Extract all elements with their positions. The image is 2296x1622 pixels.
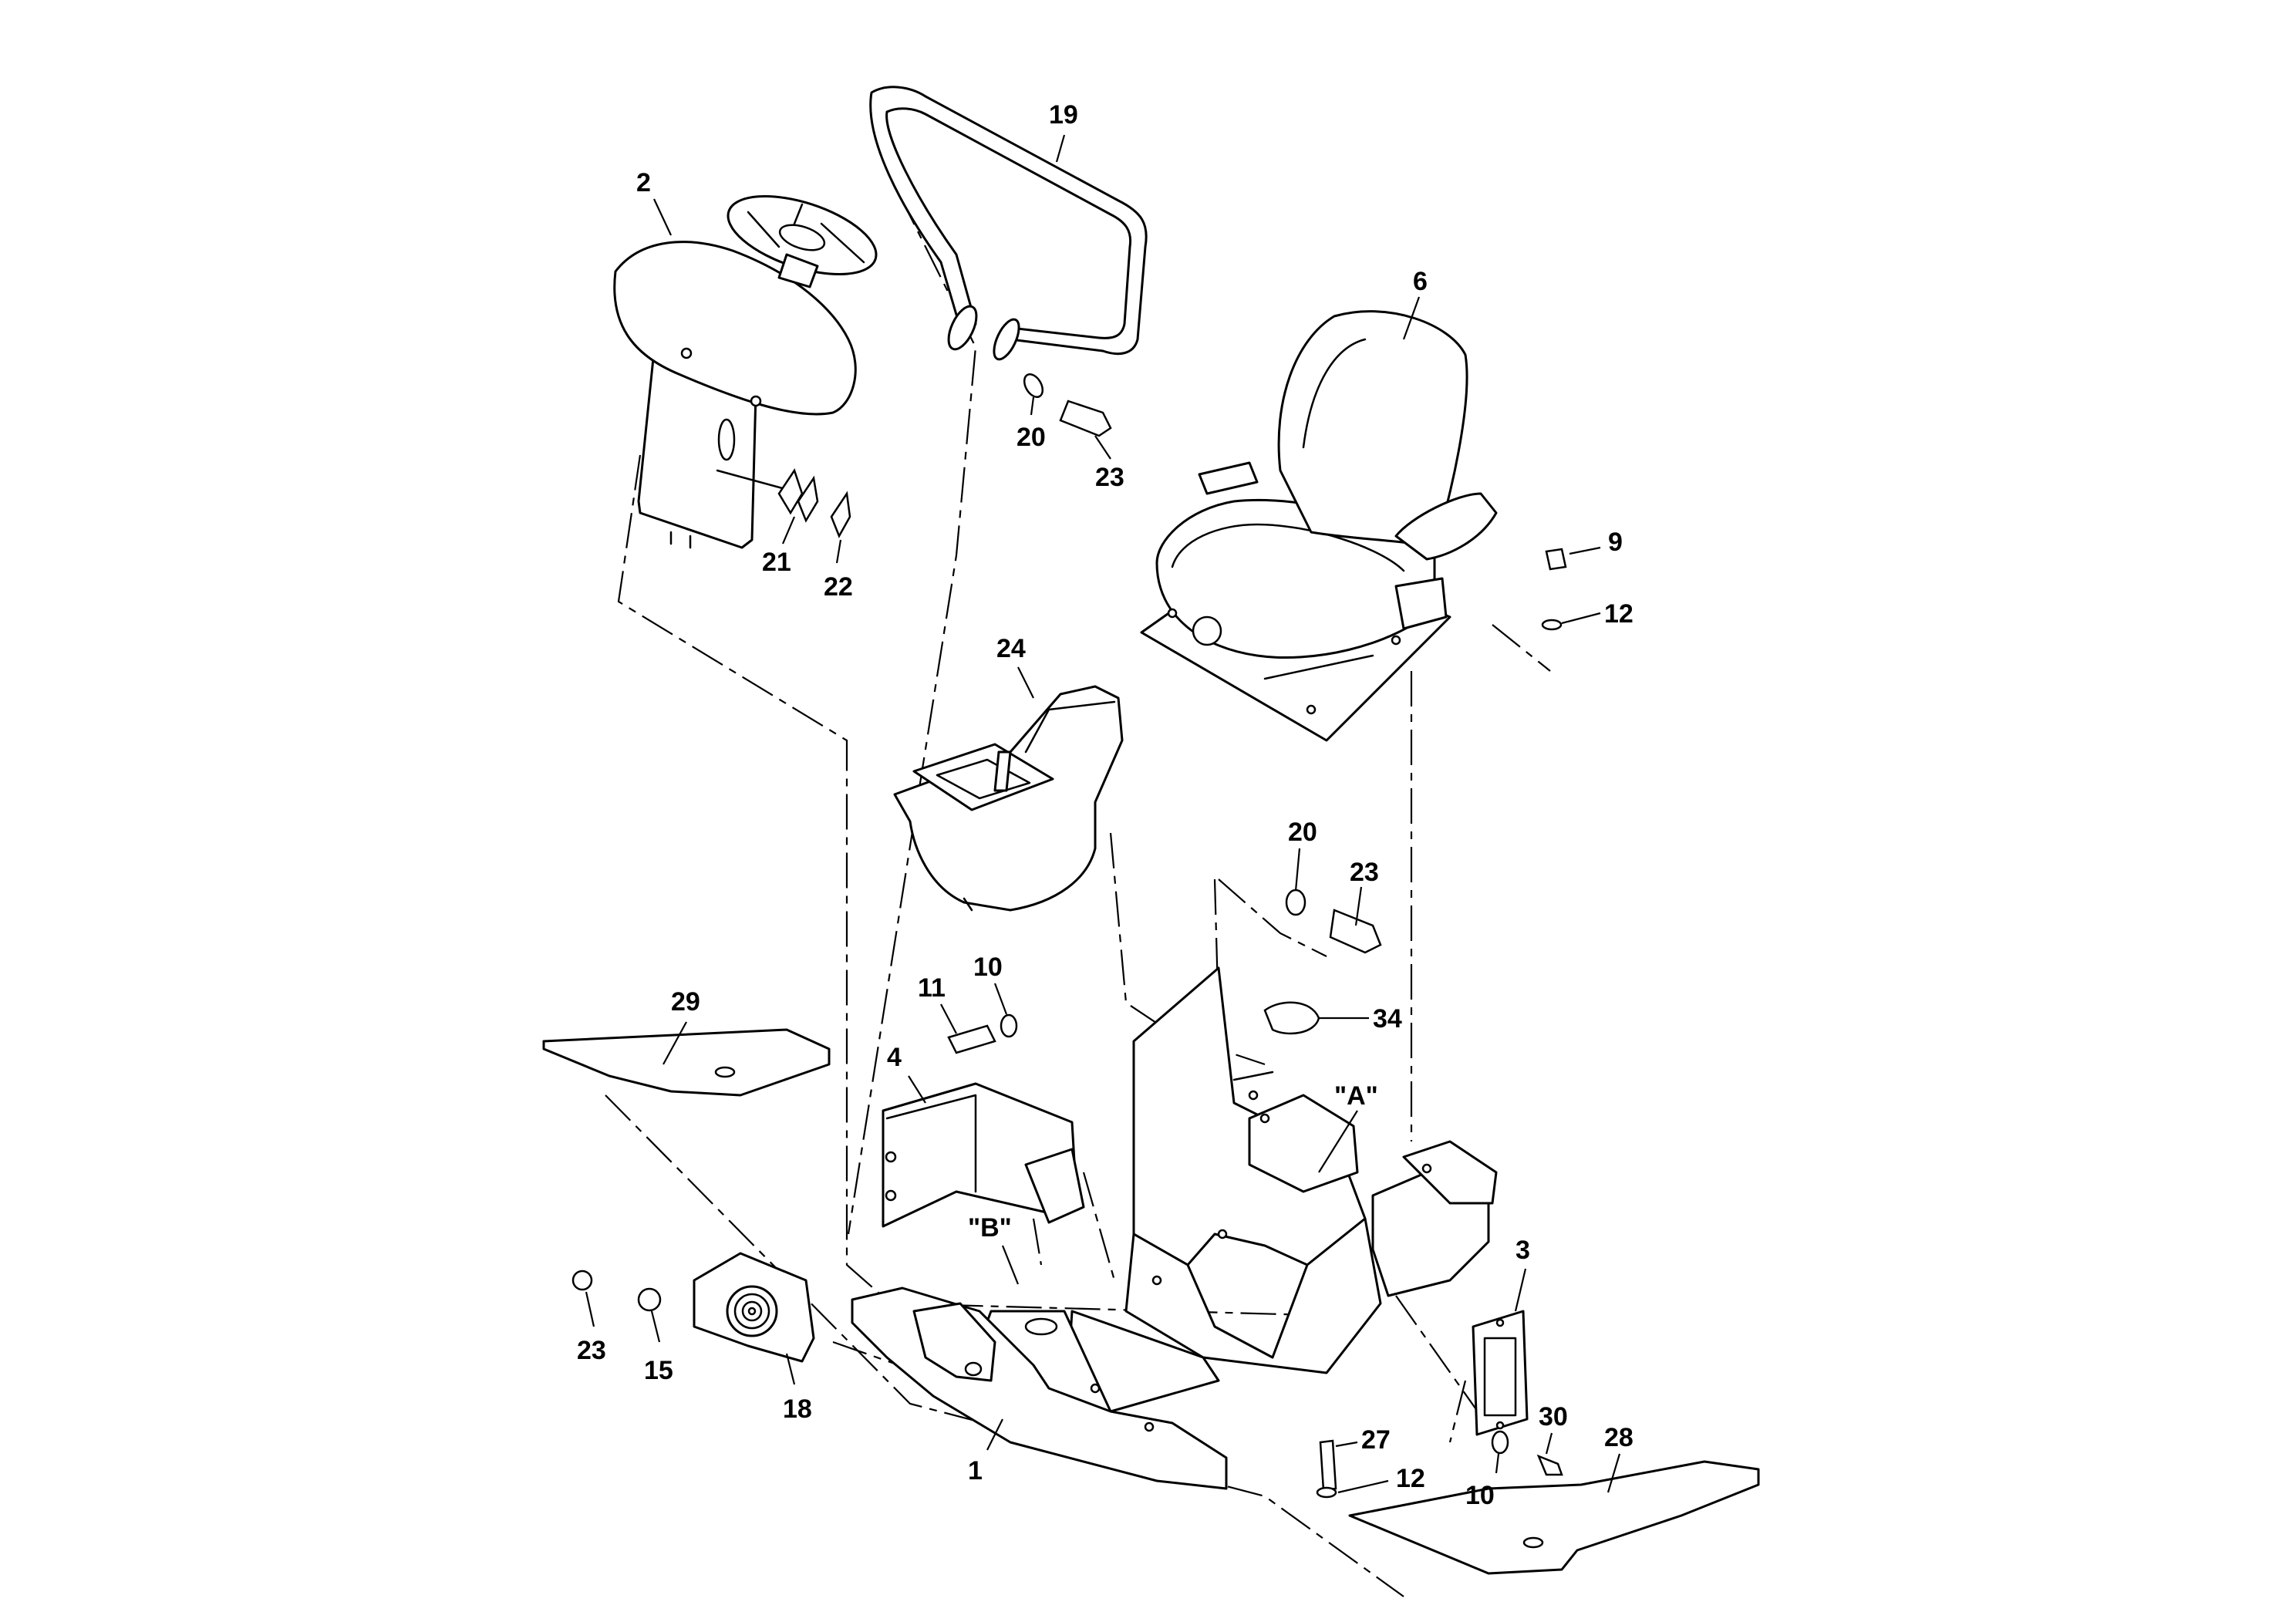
leader-lines [585, 134, 1621, 1494]
callout-30: 30 [1539, 1402, 1568, 1431]
callout-11: 11 [918, 973, 946, 1003]
callout-29: 29 [671, 987, 700, 1017]
callout-18: 18 [783, 1394, 812, 1424]
handrail-part [869, 86, 1148, 361]
callout-34: 34 [1373, 1004, 1402, 1034]
callout-21: 21 [762, 548, 791, 577]
callout-23-upper: 23 [1095, 463, 1124, 492]
horn-part [693, 1252, 815, 1363]
callout-12-lower: 12 [1396, 1464, 1425, 1493]
callout-20-upper: 20 [1017, 423, 1046, 452]
shift-console-part [893, 685, 1124, 912]
callout-2: 2 [636, 168, 651, 197]
chassis-frame-part [963, 966, 1498, 1436]
plate-part [1472, 1310, 1529, 1436]
callout-24: 24 [996, 634, 1026, 663]
callout-19: 19 [1049, 100, 1078, 130]
callout-23-lower: 23 [577, 1336, 606, 1365]
footrest-part [851, 1286, 1228, 1490]
callout-12-seat: 12 [1604, 599, 1633, 629]
view-label-b: "B" [968, 1213, 1012, 1243]
hardware-parts [571, 373, 1567, 1499]
callout-10-lower: 10 [1465, 1481, 1495, 1510]
callout-28: 28 [1604, 1423, 1633, 1452]
box-part [882, 1082, 1085, 1228]
callout-4: 4 [887, 1043, 902, 1072]
callout-20-middle: 20 [1288, 818, 1317, 847]
callout-10-box: 10 [973, 953, 1003, 982]
callout-6: 6 [1413, 267, 1428, 296]
callout-27: 27 [1361, 1425, 1391, 1455]
steering-console-part [613, 241, 857, 549]
seat-part [1140, 310, 1498, 742]
floor-mat-right-part [1348, 1460, 1760, 1575]
callout-labels: 2 19 6 9 12 20 23 21 22 24 20 23 34 "A" … [577, 100, 1633, 1510]
callout-23-middle: 23 [1350, 858, 1379, 887]
callout-3: 3 [1515, 1236, 1530, 1265]
callout-1: 1 [968, 1456, 983, 1485]
view-label-a: "A" [1334, 1081, 1378, 1111]
steering-wheel-part [727, 194, 878, 288]
callout-15: 15 [644, 1356, 673, 1385]
callout-22: 22 [824, 572, 853, 602]
floor-mat-left-part [542, 1028, 831, 1097]
callout-9: 9 [1608, 528, 1623, 557]
